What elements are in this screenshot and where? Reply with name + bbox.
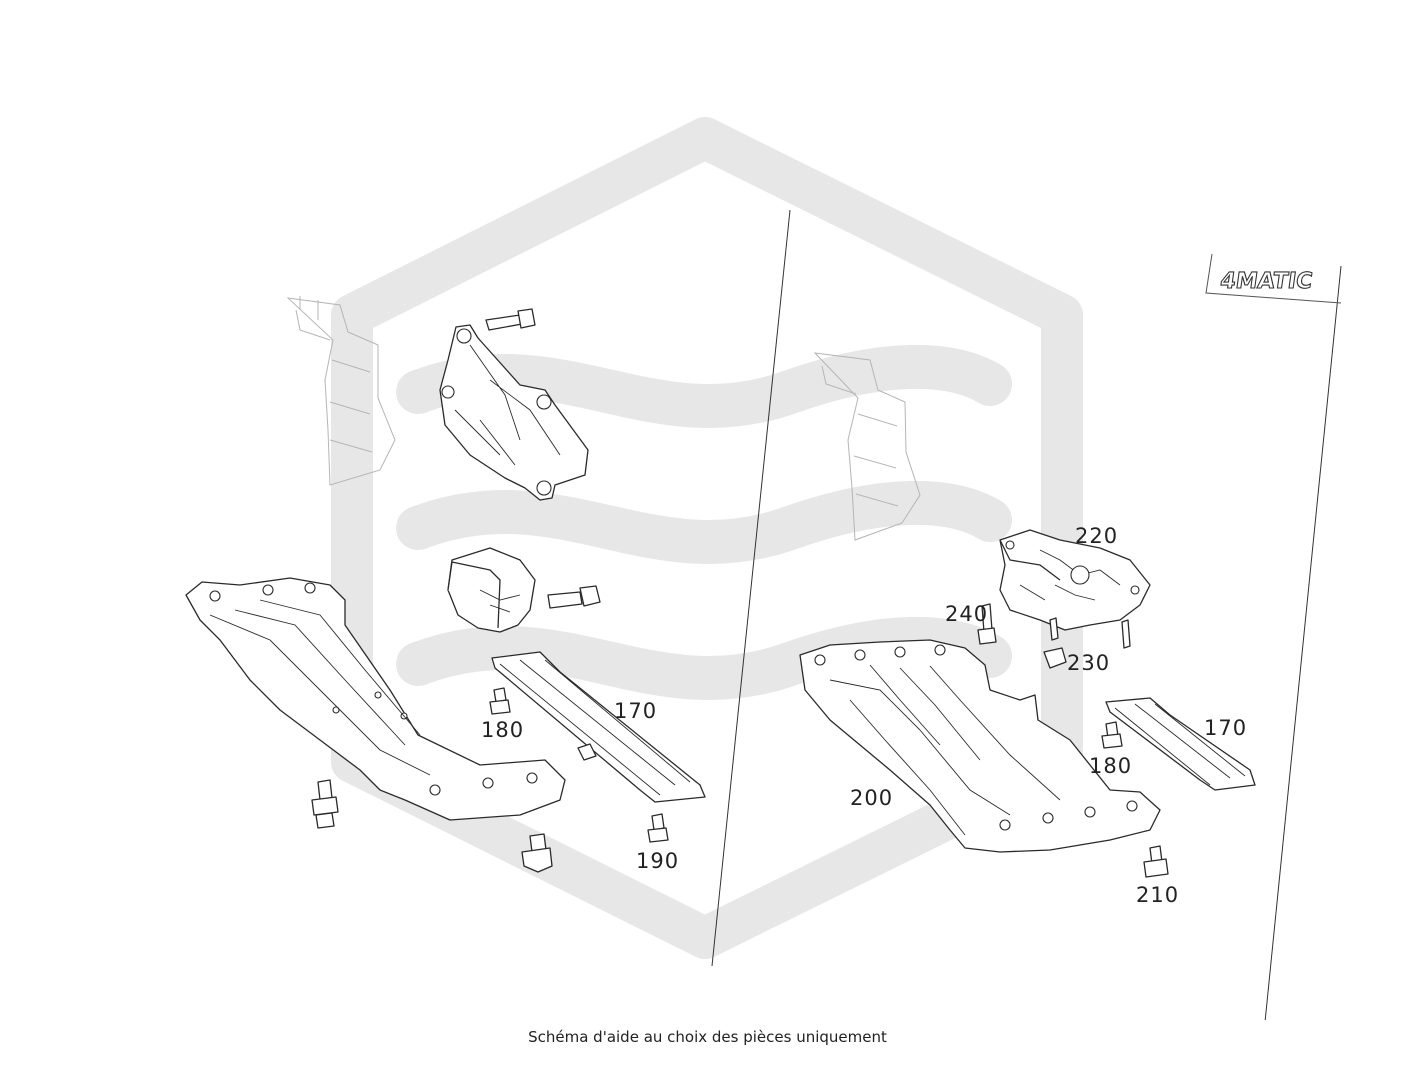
mount-bolt [547,585,601,609]
rail-left [491,651,706,803]
bolt-180-right [1101,721,1123,749]
bolt-180-left [489,687,511,715]
engine-mount-bracket [439,324,589,501]
rubber-mount [447,547,536,633]
callout-200[interactable]: 200 [850,786,893,810]
crossmember-left [185,577,566,821]
callout-180-right[interactable]: 180 [1089,754,1132,778]
badge-text: 4MATIC [1219,268,1314,294]
callout-240[interactable]: 240 [945,602,988,626]
callout-170-left[interactable]: 170 [614,699,657,723]
diagram-caption: Schéma d'aide au choix des pièces unique… [528,1028,887,1046]
callout-220[interactable]: 220 [1075,524,1118,548]
callout-230[interactable]: 230 [1067,651,1110,675]
bolt-210 [1143,845,1169,878]
nut-230 [1043,647,1067,669]
callout-210[interactable]: 210 [1136,883,1179,907]
crossmember-right [799,639,1161,853]
transmission-mount [999,529,1151,649]
callout-170-right[interactable]: 170 [1204,716,1247,740]
4matic-badge: 4MATIC [1205,253,1342,304]
callout-190[interactable]: 190 [636,849,679,873]
right-frame-line [1264,265,1342,1020]
ghost-engine-right [813,352,921,541]
ghost-engine-left [286,296,396,486]
callout-180-left[interactable]: 180 [481,718,524,742]
bolt-left-crossmember [311,779,339,829]
nut-left-crossmember [521,833,553,873]
panel-divider [711,209,791,967]
bracket-bolt [485,308,536,331]
parts-diagram: 4MATIC [185,117,1342,1020]
bolt-240 [977,603,997,645]
rail-right [1105,697,1256,791]
bolt-190 [647,813,669,843]
